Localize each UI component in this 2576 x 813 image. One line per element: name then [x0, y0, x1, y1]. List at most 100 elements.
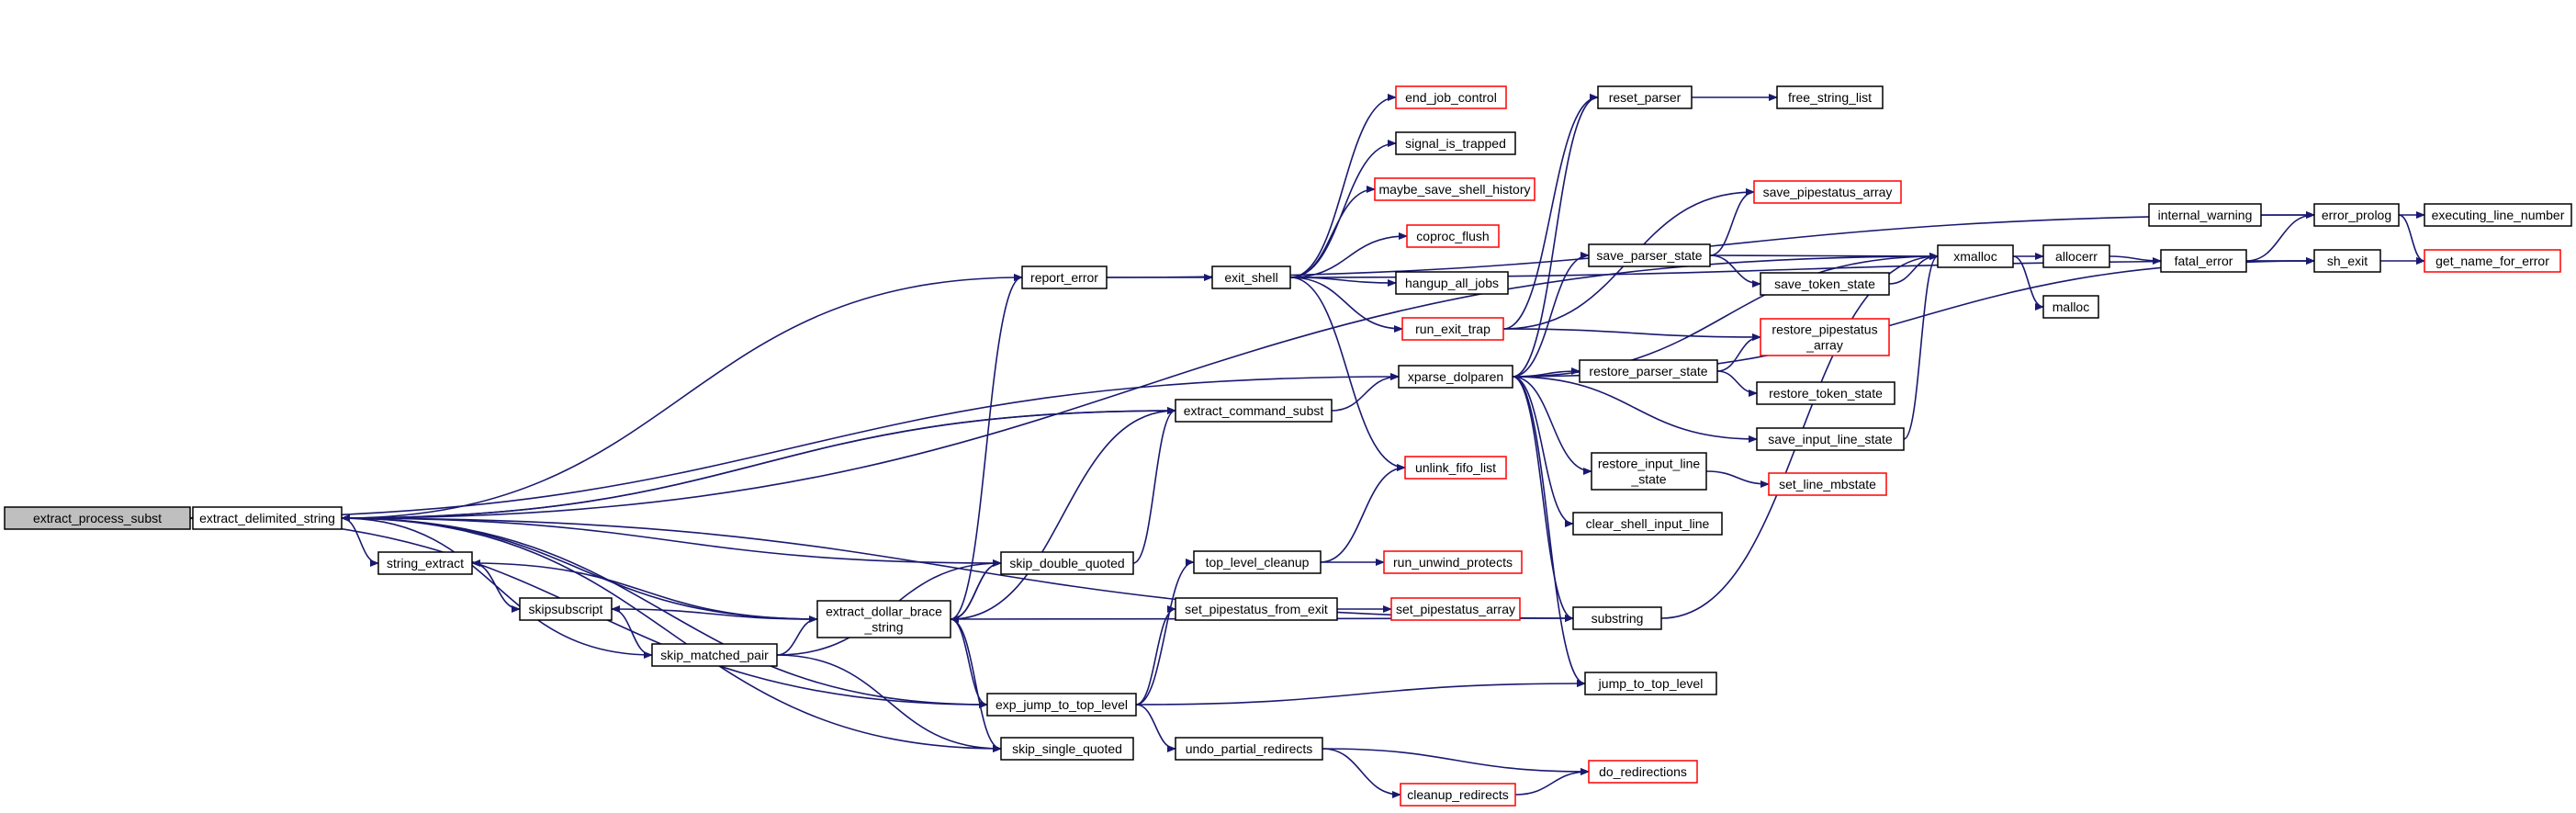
- edge-layer: [185, 94, 2425, 798]
- node-restore-token-state[interactable]: restore_token_state: [1756, 381, 1895, 405]
- node-skipsubscript[interactable]: skipsubscript: [519, 597, 613, 621]
- node-label: jump_to_top_level: [1598, 676, 1704, 691]
- node-label: do_redirections: [1599, 764, 1687, 779]
- node-hangup-all-jobs[interactable]: hangup_all_jobs: [1395, 271, 1509, 295]
- node-label: unlink_fifo_list: [1415, 460, 1496, 475]
- node-run-exit-trap[interactable]: run_exit_trap: [1401, 317, 1504, 341]
- node-box: [1768, 472, 1887, 496]
- node-label: extract_dollar_brace: [826, 604, 942, 619]
- edge-extract-delimited-string-to-xmalloc: [341, 253, 1939, 519]
- node-save-pipestatus-array[interactable]: save_pipestatus_array: [1753, 180, 1902, 204]
- node-undo-partial-redirects[interactable]: undo_partial_redirects: [1175, 737, 1323, 761]
- edge-run-exit-trap-to-reset-parser: [1502, 94, 1599, 330]
- edge-exp-jump-to-top-level-to-undo-partial-redirects: [1135, 704, 1176, 752]
- node-top-level-cleanup[interactable]: top_level_cleanup: [1193, 550, 1322, 574]
- node-malloc[interactable]: malloc: [2042, 295, 2099, 319]
- node-label: top_level_cleanup: [1206, 555, 1310, 570]
- node-coproc-flush[interactable]: coproc_flush: [1406, 224, 1500, 248]
- node-end-job-control[interactable]: end_job_control: [1395, 85, 1507, 109]
- node-box: [519, 597, 613, 621]
- node-restore-input-line-state[interactable]: restore_input_line_state: [1591, 452, 1707, 491]
- edge-exit-shell-to-maybe-save-shell-history: [1289, 186, 1376, 278]
- node-signal-is-trapped[interactable]: signal_is_trapped: [1395, 131, 1516, 155]
- node-report-error[interactable]: report_error: [1021, 265, 1108, 289]
- node-box: [1400, 783, 1516, 807]
- node-box: [1756, 381, 1895, 405]
- node-box: [1753, 180, 1902, 204]
- node-save-parser-state[interactable]: save_parser_state: [1588, 243, 1711, 267]
- node-cleanup-redirects[interactable]: cleanup_redirects: [1400, 783, 1516, 807]
- node-label: set_line_mbstate: [1779, 477, 1876, 491]
- node-skip-single-quoted[interactable]: skip_single_quoted: [1000, 737, 1134, 761]
- edge-allocerr-to-fatal-error: [2109, 255, 2162, 265]
- node-box: [986, 693, 1137, 717]
- node-label: set_pipestatus_from_exit: [1185, 602, 1328, 616]
- node-box: [1756, 427, 1905, 451]
- node-box: [651, 643, 778, 667]
- node-box: [2042, 244, 2110, 268]
- node-skip-matched-pair[interactable]: skip_matched_pair: [651, 643, 778, 667]
- node-allocerr[interactable]: allocerr: [2042, 244, 2110, 268]
- node-restore-pipestatus-array[interactable]: restore_pipestatus_array: [1760, 318, 1890, 356]
- node-substring[interactable]: substring: [1572, 606, 1662, 630]
- node-extract-dollar-brace-string[interactable]: extract_dollar_brace_string: [816, 600, 951, 638]
- node-exp-jump-to-top-level[interactable]: exp_jump_to_top_level: [986, 693, 1137, 717]
- node-extract-command-subst[interactable]: extract_command_subst: [1175, 399, 1333, 423]
- node-free-string-list[interactable]: free_string_list: [1776, 85, 1884, 109]
- node-unlink-fifo-list[interactable]: unlink_fifo_list: [1404, 456, 1507, 480]
- node-skip-double-quoted[interactable]: skip_double_quoted: [1000, 551, 1134, 575]
- edge-restore-parser-state-to-restore-pipestatus-array: [1716, 333, 1761, 372]
- edge-xparse-dolparen-to-save-parser-state: [1512, 252, 1590, 378]
- node-box: [377, 551, 473, 575]
- node-box: [2313, 249, 2381, 273]
- node-box: [2424, 203, 2572, 227]
- node-maybe-save-shell-history[interactable]: maybe_save_shell_history: [1374, 177, 1535, 201]
- node-label: cleanup_redirects: [1407, 787, 1509, 802]
- node-error-prolog[interactable]: error_prolog: [2313, 203, 2400, 227]
- edge-extract-delimited-string-to-skip-double-quoted: [341, 517, 1002, 567]
- node-set-pipestatus-array[interactable]: set_pipestatus_array: [1390, 597, 1521, 621]
- edge-xmalloc-to-malloc: [2012, 255, 2044, 311]
- edge-extract-dollar-brace-string-to-exp-jump-to-top-level: [950, 618, 988, 708]
- node-box: [1579, 359, 1718, 383]
- node-sh-exit[interactable]: sh_exit: [2313, 249, 2381, 273]
- node-box: [1584, 672, 1717, 695]
- node-jump-to-top-level[interactable]: jump_to_top_level: [1584, 672, 1717, 695]
- node-reset-parser[interactable]: reset_parser: [1597, 85, 1693, 109]
- node-extract-delimited-string[interactable]: extract_delimited_string: [192, 506, 343, 530]
- edge-extract-delimited-string-to-skip-single-quoted: [341, 517, 1002, 752]
- node-internal-warning[interactable]: internal_warning: [2148, 203, 2262, 227]
- edge-save-parser-state-to-save-token-state: [1709, 254, 1761, 288]
- node-box: [1175, 399, 1333, 423]
- node-xmalloc[interactable]: xmalloc: [1937, 244, 2014, 268]
- node-box: [1404, 456, 1507, 480]
- node-set-line-mbstate[interactable]: set_line_mbstate: [1768, 472, 1887, 496]
- node-label: _state: [1630, 472, 1666, 487]
- edge-exit-shell-to-unlink-fifo-list: [1289, 277, 1406, 471]
- node-xparse-dolparen[interactable]: xparse_dolparen: [1398, 365, 1513, 389]
- node-do-redirections[interactable]: do_redirections: [1588, 760, 1698, 784]
- node-restore-parser-state[interactable]: restore_parser_state: [1579, 359, 1718, 383]
- node-label: skipsubscript: [529, 602, 603, 616]
- node-fatal-error[interactable]: fatal_error: [2160, 249, 2247, 273]
- node-box: [1175, 597, 1338, 621]
- node-label: xmalloc: [1953, 249, 1997, 264]
- node-save-input-line-state[interactable]: save_input_line_state: [1756, 427, 1905, 451]
- node-clear-shell-input-line[interactable]: clear_shell_input_line: [1572, 512, 1723, 536]
- node-get-name-for-error[interactable]: get_name_for_error: [2424, 249, 2561, 273]
- node-exit-shell[interactable]: exit_shell: [1211, 265, 1291, 289]
- node-label: set_pipestatus_array: [1396, 602, 1515, 616]
- edge-restore-parser-state-to-restore-token-state: [1716, 370, 1758, 397]
- node-extract-process-subst[interactable]: extract_process_subst: [4, 506, 191, 530]
- node-run-unwind-protects[interactable]: run_unwind_protects: [1383, 550, 1523, 574]
- node-box: [816, 600, 951, 638]
- edge-skip-double-quoted-to-extract-command-subst: [1132, 407, 1176, 564]
- edge-skip-matched-pair-to-skip-single-quoted: [776, 654, 1002, 752]
- node-label: end_job_control: [1405, 90, 1497, 105]
- node-set-pipestatus-from-exit[interactable]: set_pipestatus_from_exit: [1175, 597, 1338, 621]
- node-string-extract[interactable]: string_extract: [377, 551, 473, 575]
- edge-fatal-error-to-error-prolog: [2245, 211, 2315, 262]
- node-box: [1760, 318, 1890, 356]
- node-executing-line-number[interactable]: executing_line_number: [2424, 203, 2572, 227]
- node-save-token-state[interactable]: save_token_state: [1760, 272, 1890, 296]
